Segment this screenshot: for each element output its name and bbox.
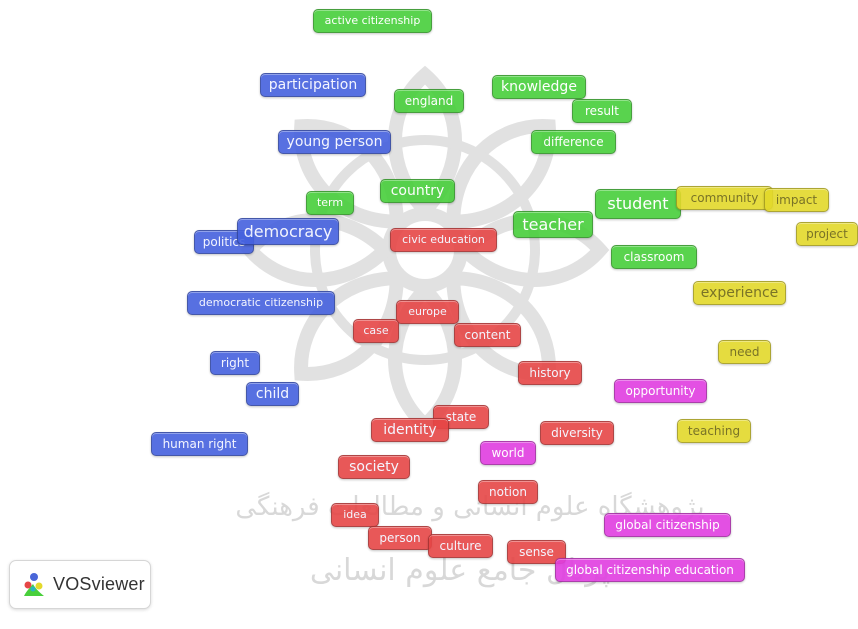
node-history[interactable]: history: [518, 361, 582, 385]
node-knowledge[interactable]: knowledge: [492, 75, 586, 99]
node-term[interactable]: term: [306, 191, 354, 215]
node-participation[interactable]: participation: [260, 73, 366, 97]
node-global-citizenship[interactable]: global citizenship: [604, 513, 731, 537]
node-diversity[interactable]: diversity: [540, 421, 614, 445]
node-teacher[interactable]: teacher: [513, 211, 593, 238]
node-classroom[interactable]: classroom: [611, 245, 697, 269]
node-impact[interactable]: impact: [764, 188, 829, 212]
node-country[interactable]: country: [380, 179, 455, 203]
vosviewer-logo-badge[interactable]: VOSviewer: [9, 560, 151, 609]
node-teaching[interactable]: teaching: [677, 419, 751, 443]
node-project[interactable]: project: [796, 222, 858, 246]
node-community[interactable]: community: [676, 186, 773, 210]
node-society[interactable]: society: [338, 455, 410, 479]
node-world[interactable]: world: [480, 441, 536, 465]
node-need[interactable]: need: [718, 340, 771, 364]
node-europe[interactable]: europe: [396, 300, 459, 324]
node-child[interactable]: child: [246, 382, 299, 406]
node-content[interactable]: content: [454, 323, 521, 347]
node-global-citizenship-education[interactable]: global citizenship education: [555, 558, 745, 582]
vosviewer-logo-text: VOSviewer: [53, 574, 145, 594]
node-opportunity[interactable]: opportunity: [614, 379, 707, 403]
node-case[interactable]: case: [353, 319, 399, 343]
node-active-citizenship[interactable]: active citizenship: [313, 9, 432, 33]
node-young-person[interactable]: young person: [278, 130, 391, 154]
node-person[interactable]: person: [368, 526, 432, 550]
node-experience[interactable]: experience: [693, 281, 786, 305]
node-human-right[interactable]: human right: [151, 432, 248, 456]
node-democratic-citizenship[interactable]: democratic citizenship: [187, 291, 335, 315]
node-england[interactable]: england: [394, 89, 464, 113]
node-student[interactable]: student: [595, 189, 681, 219]
node-culture[interactable]: culture: [428, 534, 493, 558]
node-right[interactable]: right: [210, 351, 260, 375]
node-idea[interactable]: idea: [331, 503, 379, 527]
node-civic-education[interactable]: civic education: [390, 228, 497, 252]
vosviewer-logo-icon: [24, 572, 44, 596]
node-notion[interactable]: notion: [478, 480, 538, 504]
node-democracy[interactable]: democracy: [237, 218, 339, 245]
node-identity[interactable]: identity: [371, 418, 449, 442]
node-result[interactable]: result: [572, 99, 632, 123]
node-difference[interactable]: difference: [531, 130, 616, 154]
